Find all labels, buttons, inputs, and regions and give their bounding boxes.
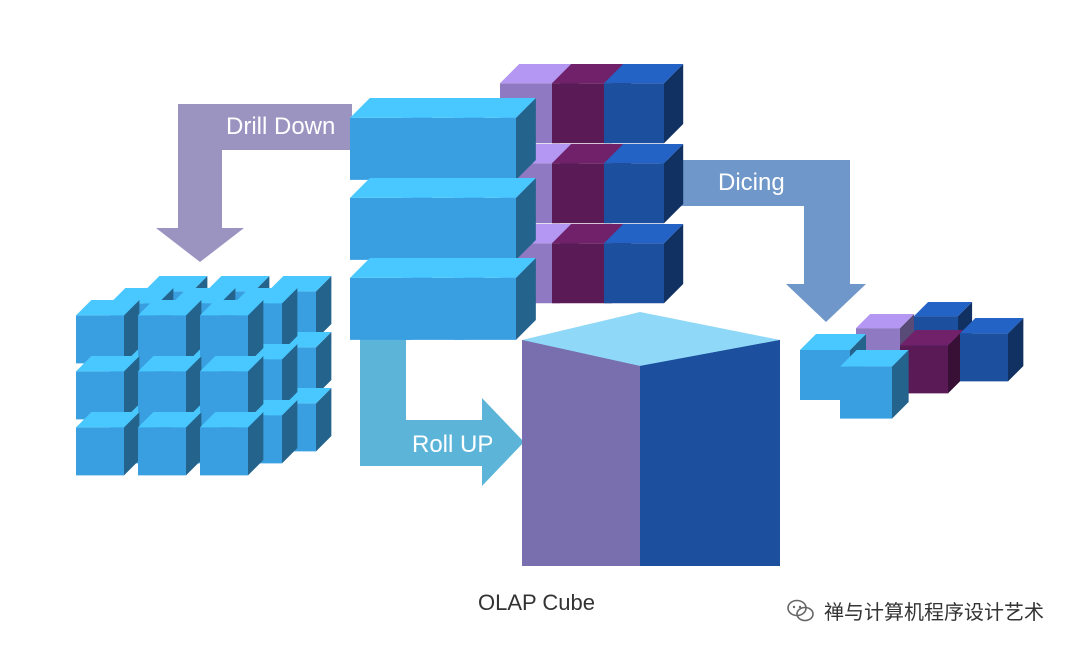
slice-cube bbox=[960, 318, 1024, 382]
front-cube bbox=[454, 258, 536, 340]
drill-down-label: Drill Down bbox=[226, 113, 335, 140]
roll-up-cube bbox=[522, 312, 780, 566]
big-cube-top bbox=[522, 312, 780, 366]
small-cube bbox=[76, 412, 140, 476]
back-cube bbox=[604, 64, 684, 144]
caption: OLAP Cube bbox=[478, 590, 596, 615]
small-cube bbox=[138, 300, 202, 364]
olap-cube-grid bbox=[350, 64, 684, 340]
roll-up-label: Roll UP bbox=[412, 431, 493, 458]
watermark: 禅与计算机程序设计艺术 bbox=[786, 596, 1044, 625]
small-cube bbox=[200, 356, 264, 420]
dicing-label: Dicing bbox=[718, 169, 785, 196]
small-cube bbox=[138, 412, 202, 476]
dicing-slice bbox=[800, 302, 1024, 419]
small-cube bbox=[200, 412, 264, 476]
dicing-arrow: Dicing bbox=[660, 160, 866, 322]
drill-down-cube bbox=[76, 276, 332, 476]
slice-cube bbox=[900, 330, 964, 394]
wechat-icon bbox=[787, 599, 814, 621]
back-cube bbox=[604, 224, 684, 304]
watermark-text: 禅与计算机程序设计艺术 bbox=[824, 600, 1044, 624]
front-cube bbox=[454, 178, 536, 260]
small-cube bbox=[200, 300, 264, 364]
small-cube bbox=[138, 356, 202, 420]
front-cube bbox=[454, 98, 536, 180]
small-cube bbox=[76, 356, 140, 420]
small-cube bbox=[76, 300, 140, 364]
back-cube bbox=[604, 144, 684, 224]
roll-up-arrow: Roll UP bbox=[360, 330, 524, 486]
drill-down-arrow: Drill Down bbox=[156, 104, 352, 262]
slice-cube bbox=[840, 350, 909, 419]
